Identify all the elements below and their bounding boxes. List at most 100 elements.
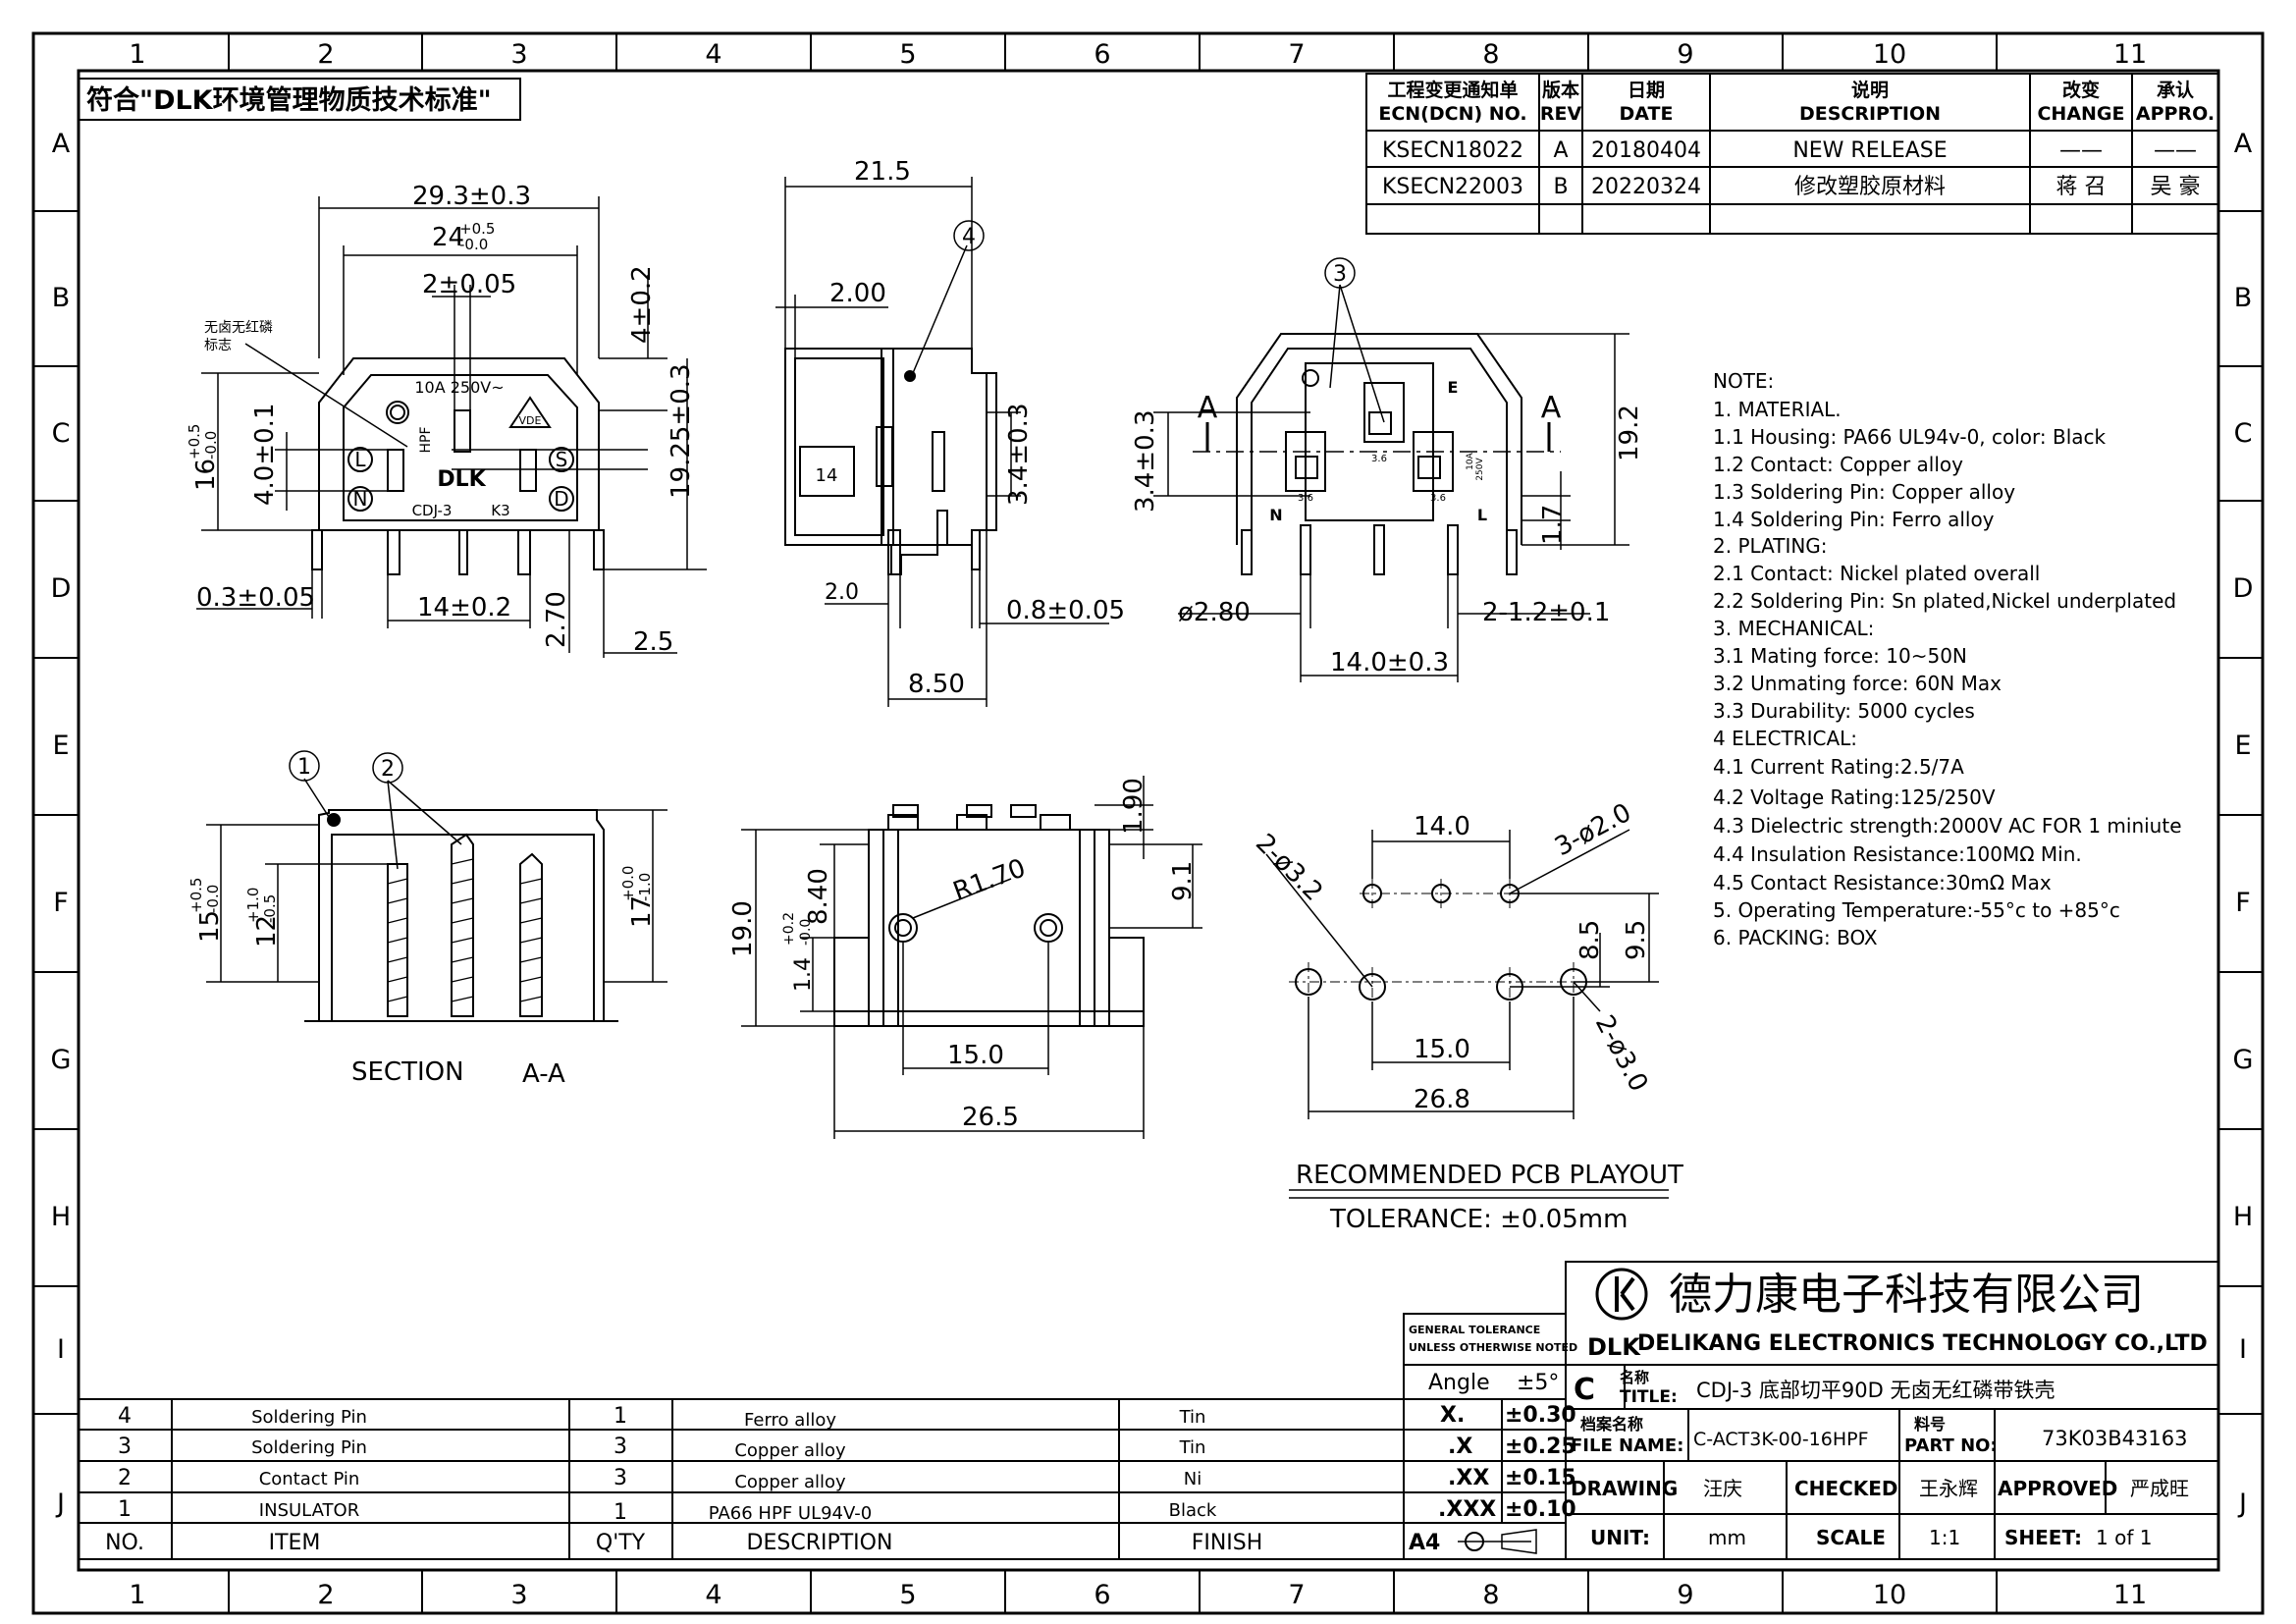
svg-text:E: E	[2234, 731, 2251, 761]
svg-text:3: 3	[614, 1466, 627, 1490]
svg-text:说明: 说明	[1851, 79, 1889, 101]
svg-text:3.6: 3.6	[1298, 493, 1313, 504]
svg-text:Contact Pin: Contact Pin	[259, 1469, 360, 1489]
svg-text:Q'TY: Q'TY	[596, 1531, 646, 1555]
front-view: LN SD 10A 250V~ VDE DLK CDJ-3 K3 HPF 无卤无…	[186, 182, 707, 658]
svg-text:4: 4	[118, 1404, 132, 1429]
svg-text:1: 1	[129, 39, 145, 70]
svg-text:15.0: 15.0	[947, 1041, 1004, 1070]
side-view: 4 14 21.5 2.00 3.4±0.3 2.0 0.8±0.05 8.50	[775, 157, 1125, 707]
svg-text:3: 3	[1333, 262, 1347, 287]
svg-text:1.3 Soldering Pin: Copper: 1.3 Soldering Pin: Copper alloy	[1713, 480, 2015, 504]
svg-text:CHECKED: CHECKED	[1794, 1477, 1898, 1500]
svg-text:德力康电子科技有限公司: 德力康电子科技有限公司	[1669, 1270, 2144, 1320]
svg-text:3: 3	[118, 1435, 132, 1459]
svg-text:无卤无红磷: 无卤无红磷	[204, 320, 273, 336]
svg-text:Ni: Ni	[1184, 1469, 1201, 1489]
svg-text:+0.0: +0.0	[619, 866, 637, 901]
svg-text:4: 4	[705, 1580, 721, 1610]
svg-text:X.: X.	[1440, 1403, 1465, 1428]
svg-text:Soldering Pin: Soldering Pin	[251, 1407, 367, 1428]
svg-text:承认: 承认	[2157, 79, 2194, 101]
svg-text:A: A	[1198, 391, 1218, 425]
svg-text:F: F	[2235, 888, 2251, 918]
svg-text:C: C	[52, 418, 71, 449]
svg-text:ECN(DCN) NO.: ECN(DCN) NO.	[1378, 103, 1526, 125]
svg-text:FILE NAME:: FILE NAME:	[1571, 1435, 1683, 1456]
svg-text:王永辉: 王永辉	[1919, 1477, 1978, 1500]
svg-text:1.2 Contact: Copper alloy: 1.2 Contact: Copper alloy	[1713, 453, 1963, 476]
svg-text:.XXX: .XXX	[1438, 1497, 1496, 1522]
svg-text:G: G	[2233, 1045, 2254, 1075]
svg-text:1: 1	[129, 1580, 145, 1610]
svg-text:.XX: .XX	[1448, 1466, 1489, 1490]
svg-text:6. PACKING: BOX: 6. PACKING: BOX	[1713, 926, 1878, 949]
svg-text:2-1.2±0.1: 2-1.2±0.1	[1482, 598, 1610, 627]
svg-text:SECTION: SECTION	[351, 1057, 464, 1087]
svg-text:UNLESS OTHERWISE NOTED: UNLESS OTHERWISE NOTED	[1409, 1341, 1577, 1354]
svg-text:VDE: VDE	[519, 414, 542, 427]
svg-text:J: J	[2237, 1489, 2247, 1519]
svg-text:0.3±0.05: 0.3±0.05	[196, 583, 315, 613]
svg-text:+0.5: +0.5	[459, 220, 495, 238]
svg-text:9.1: 9.1	[1168, 861, 1198, 901]
svg-text:8.5: 8.5	[1575, 920, 1605, 960]
svg-text:2: 2	[118, 1466, 132, 1490]
svg-text:3.6: 3.6	[1430, 493, 1446, 504]
svg-text:NEW RELEASE: NEW RELEASE	[1792, 138, 1947, 163]
svg-text:DESCRIPTION: DESCRIPTION	[1799, 103, 1941, 125]
svg-text:D: D	[2233, 573, 2254, 604]
svg-text:4.2 Voltage Rating:125/250V: 4.2 Voltage Rating:125/250V	[1713, 785, 1996, 809]
svg-text:改变: 改变	[2062, 79, 2100, 101]
svg-text:2.0: 2.0	[825, 580, 859, 605]
svg-text:15: 15	[195, 910, 225, 943]
svg-text:Ferro alloy: Ferro alloy	[744, 1410, 836, 1431]
svg-text:19.2: 19.2	[1615, 405, 1644, 461]
svg-text:29.3±0.3: 29.3±0.3	[412, 182, 531, 211]
svg-text:Black: Black	[1169, 1500, 1217, 1521]
svg-text:PA66 HPF UL94V-0: PA66 HPF UL94V-0	[709, 1503, 872, 1524]
svg-text:5. Operating Temperature:-55: 5. Operating Temperature:-55°c to +85°c	[1713, 898, 2120, 922]
svg-text:H: H	[51, 1202, 71, 1232]
svg-text:ø2.80: ø2.80	[1178, 598, 1251, 627]
svg-text:15.0: 15.0	[1414, 1035, 1470, 1064]
svg-text:4.0±0.1: 4.0±0.1	[250, 404, 280, 506]
bottom-view: 1.90 9.1 19.0 1.4 +0.2 -0.0 8.40 R1.70 1…	[728, 776, 1202, 1139]
grid-ticks	[33, 33, 2263, 1613]
svg-text:5: 5	[899, 39, 916, 70]
svg-text:DESCRIPTION: DESCRIPTION	[747, 1531, 893, 1555]
svg-text:7: 7	[1288, 39, 1305, 70]
svg-text:C: C	[2234, 418, 2253, 449]
svg-text:-0.5: -0.5	[261, 894, 279, 923]
svg-text:G: G	[51, 1045, 72, 1075]
svg-text:CDJ-3: CDJ-3	[412, 502, 453, 519]
svg-text:J: J	[55, 1489, 65, 1519]
svg-text:2.1 Contact: Nickel plated: 2.1 Contact: Nickel plated overall	[1713, 562, 2040, 585]
svg-text:mm: mm	[1708, 1526, 1746, 1549]
svg-text:9.5: 9.5	[1622, 920, 1651, 960]
svg-text:19.0: 19.0	[728, 900, 758, 957]
svg-text:REV: REV	[1540, 103, 1582, 125]
svg-text:+1.0: +1.0	[244, 888, 262, 923]
svg-text:F: F	[53, 888, 69, 918]
svg-text:3-ø2.0: 3-ø2.0	[1550, 798, 1636, 863]
svg-text:Tin: Tin	[1179, 1407, 1206, 1428]
company-logo-icon	[1595, 1268, 1648, 1321]
svg-text:10A: 10A	[1466, 452, 1475, 469]
svg-text:1 of 1: 1 of 1	[2096, 1526, 2152, 1549]
svg-text:2±0.05: 2±0.05	[422, 270, 516, 299]
svg-text:-0.0: -0.0	[798, 919, 814, 946]
svg-text:档案名称: 档案名称	[1580, 1415, 1643, 1434]
svg-text:工程变更通知单: 工程变更通知单	[1387, 79, 1518, 101]
svg-text:日期: 日期	[1628, 80, 1665, 101]
svg-text:3: 3	[510, 1580, 527, 1610]
svg-text:DLK: DLK	[437, 467, 486, 492]
svg-text:Soldering Pin: Soldering Pin	[251, 1437, 367, 1458]
svg-text:H: H	[2233, 1202, 2253, 1232]
svg-text:K3: K3	[491, 502, 509, 519]
pcb-layout: 14.0 3-ø2.0 2-ø3.2 8.5 9.5 2-ø3.0 15.0 2…	[1250, 798, 1683, 1234]
svg-text:4.3 Dielectric strength:2000: 4.3 Dielectric strength:2000V AC FOR 1 m…	[1713, 814, 2182, 838]
svg-text:1.7: 1.7	[1538, 505, 1568, 545]
svg-text:2.2 Soldering Pin: Sn plat: 2.2 Soldering Pin: Sn plated,Nickel unde…	[1713, 589, 2176, 613]
svg-text:5: 5	[899, 1580, 916, 1610]
